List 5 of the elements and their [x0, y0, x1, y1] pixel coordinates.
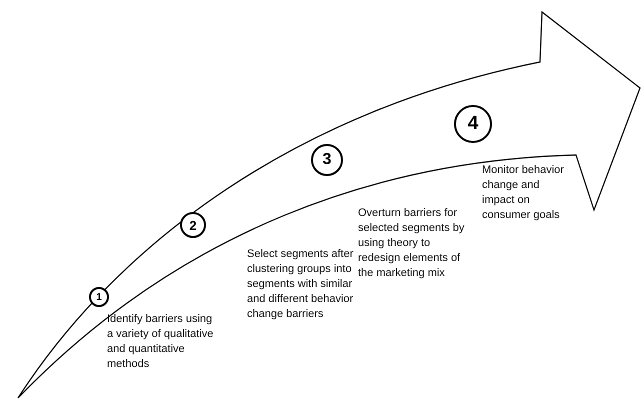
step-number-circle: 1 [89, 287, 109, 307]
step-description: Monitor behavior change and impact on consumer goals [482, 163, 565, 223]
step-description: Identify barriers using a variety of qualitative and quantitative methods [107, 312, 214, 372]
step-description: Select segments after clustering groups into segments with similar and different behavior change barriers [247, 247, 354, 322]
step-description: Overturn barriers for selected segments by using theory to redesign elements of the marketing mix [358, 206, 466, 281]
